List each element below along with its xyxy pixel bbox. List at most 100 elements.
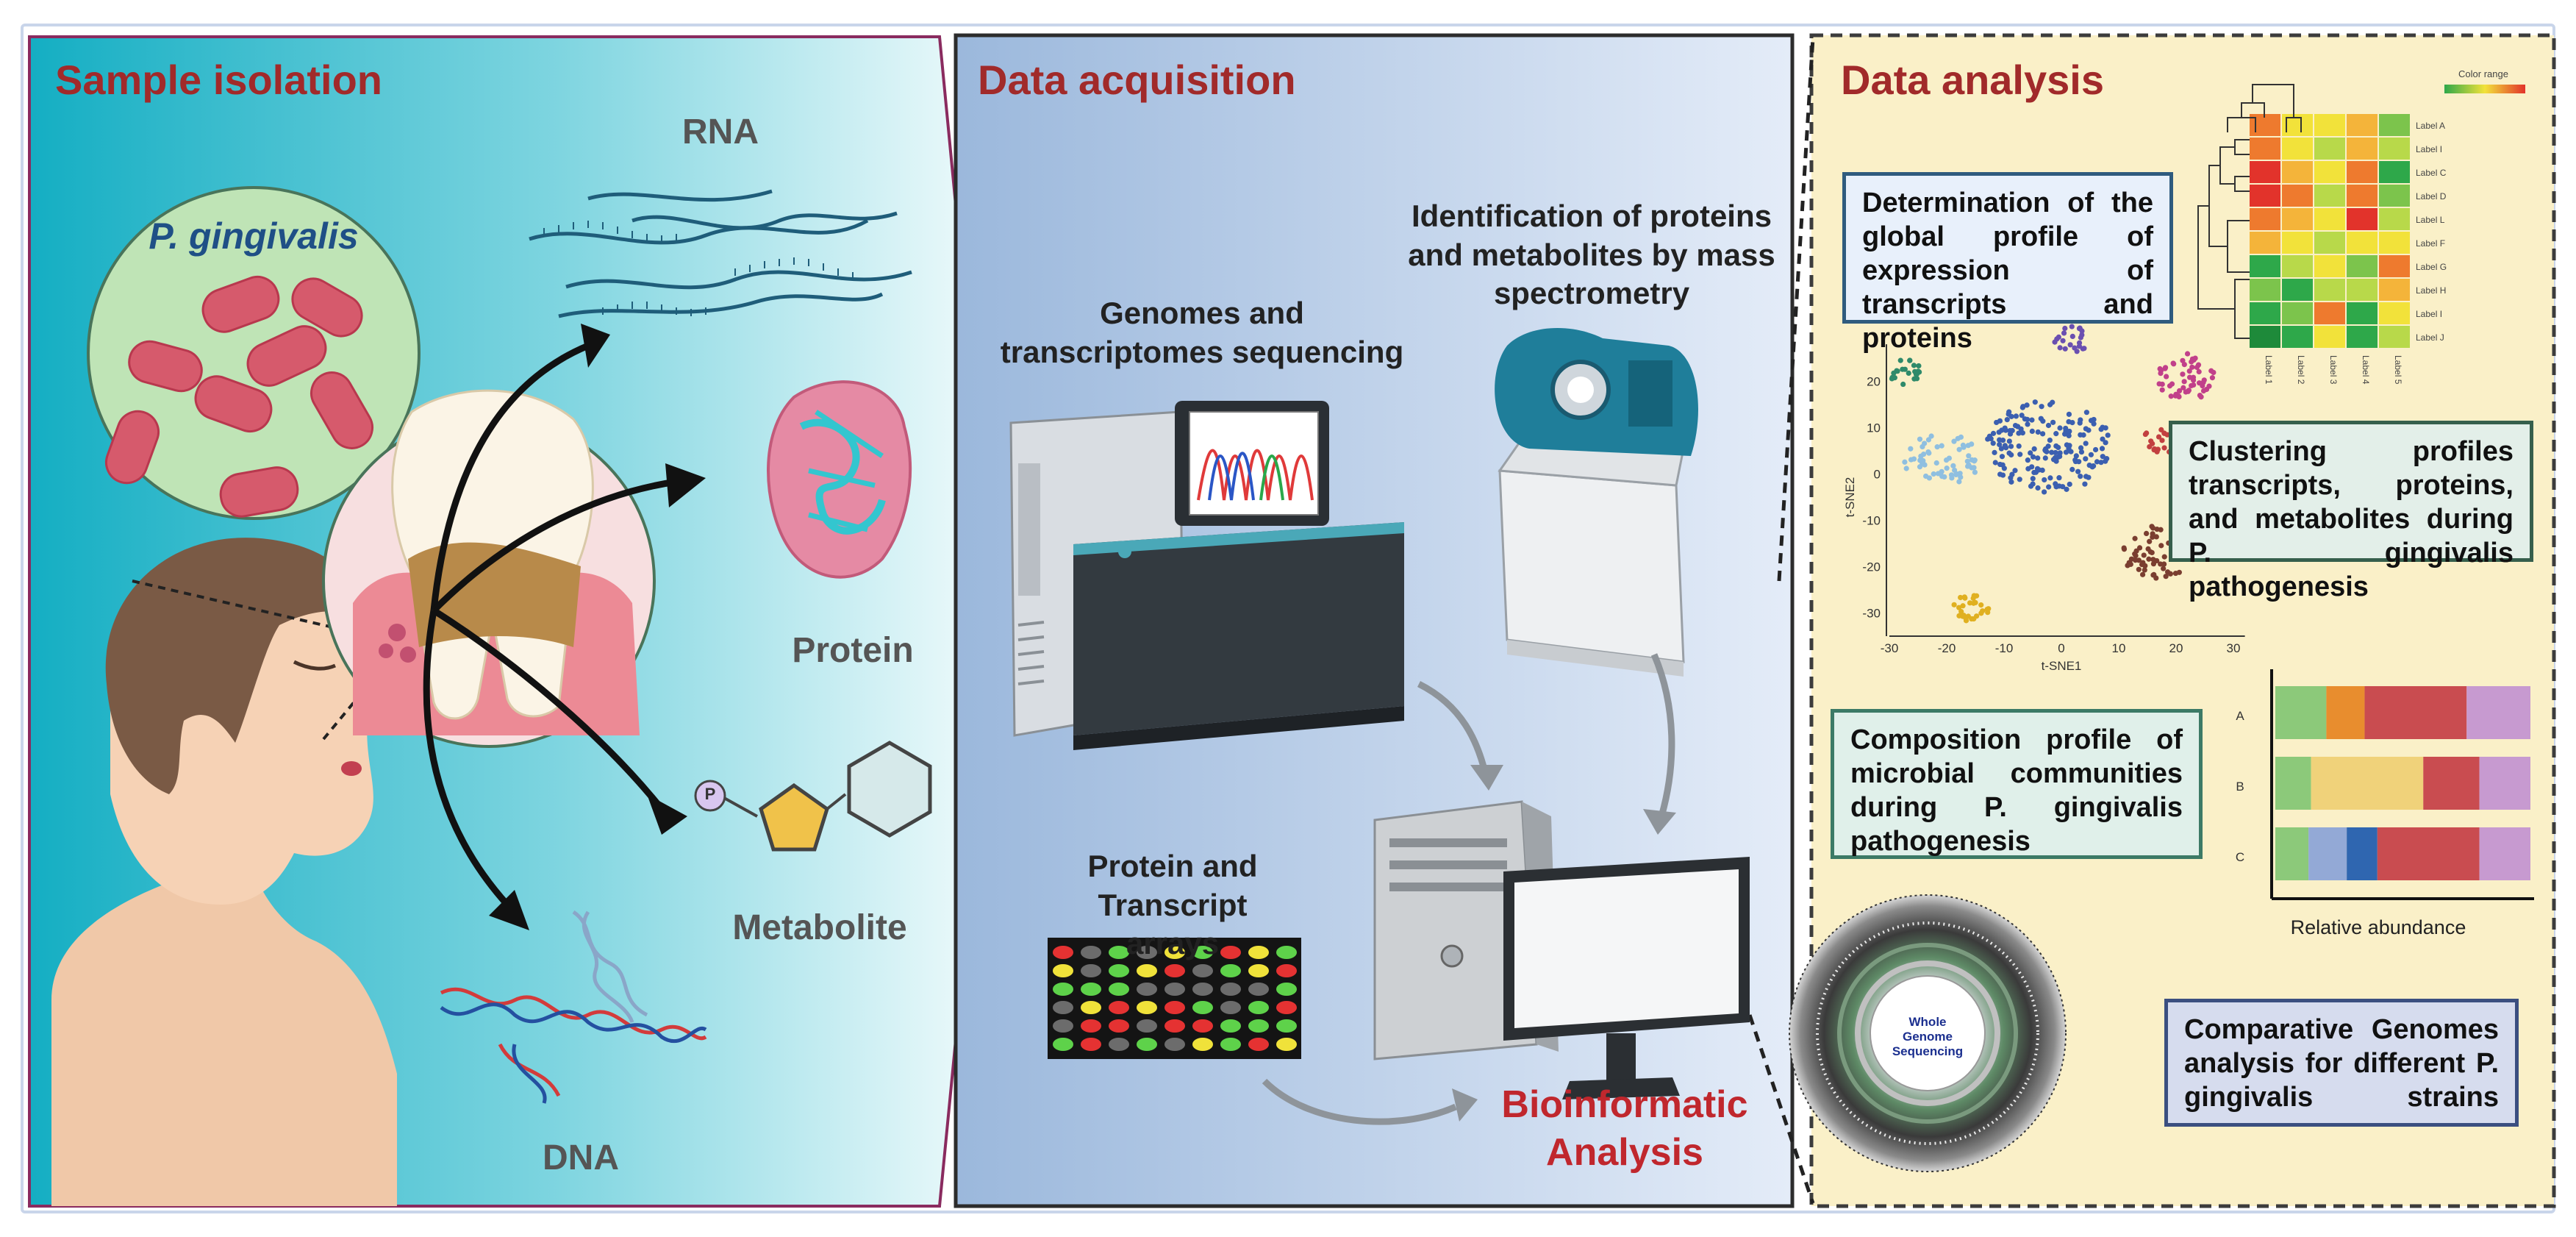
array-spot bbox=[1081, 1019, 1101, 1033]
array-spot bbox=[1248, 1038, 1269, 1051]
tsne-point bbox=[2006, 438, 2012, 444]
tsne-point bbox=[1958, 434, 1964, 440]
tsne-point bbox=[2069, 466, 2075, 472]
tsne-point bbox=[2161, 566, 2167, 571]
tsne-point bbox=[2172, 570, 2179, 577]
phosphate-label: P bbox=[704, 785, 716, 803]
tsne-point bbox=[2100, 454, 2105, 460]
tsne-x-tick: -30 bbox=[1881, 641, 1899, 655]
tsne-point bbox=[2159, 387, 2165, 393]
tsne-point bbox=[2161, 554, 2167, 560]
tsne-point bbox=[2066, 432, 2072, 439]
heatmap-cell bbox=[2379, 232, 2410, 254]
heatmap-col-label: Label 1 bbox=[2264, 355, 2274, 385]
array-spot bbox=[1053, 983, 1073, 996]
mass-spectrometer-icon bbox=[1495, 328, 1698, 677]
tsne-point bbox=[2133, 557, 2139, 563]
array-spot bbox=[1081, 983, 1101, 996]
tsne-point bbox=[2067, 428, 2072, 435]
array-spot bbox=[1081, 946, 1101, 959]
heatmap-cell bbox=[2347, 232, 2378, 254]
tsne-point bbox=[2016, 430, 2022, 436]
tsne-point bbox=[2196, 368, 2202, 375]
tsne-point bbox=[2198, 394, 2204, 400]
heatmap-cell bbox=[2282, 232, 2313, 254]
tsne-point bbox=[2056, 444, 2061, 451]
tsne-point bbox=[2042, 447, 2048, 453]
heatmap-cell bbox=[2347, 326, 2378, 348]
array-spot bbox=[1192, 946, 1213, 959]
abundance-chart: ABC bbox=[2236, 669, 2534, 900]
array-spot bbox=[1276, 1038, 1297, 1051]
tsne-point bbox=[2066, 411, 2072, 417]
tsne-point bbox=[2189, 382, 2194, 389]
array-spot bbox=[1220, 1019, 1241, 1033]
heatmap-cell bbox=[2250, 138, 2280, 160]
array-spot bbox=[1248, 1019, 1269, 1033]
tsne-point bbox=[1956, 605, 1962, 610]
array-spot bbox=[1164, 946, 1185, 959]
tsne-point bbox=[1958, 594, 1964, 601]
tsne-point bbox=[2076, 343, 2083, 349]
heatmap-cell bbox=[2347, 208, 2378, 230]
array-spot bbox=[1109, 1038, 1129, 1051]
tsne-point bbox=[2041, 489, 2047, 495]
tsne-point bbox=[1925, 437, 1932, 443]
tsne-point bbox=[1999, 427, 2005, 433]
heatmap-cell bbox=[2250, 208, 2280, 230]
tsne-point bbox=[2079, 328, 2085, 334]
tsne-point bbox=[1900, 381, 1906, 388]
tsne-point bbox=[1922, 462, 1928, 468]
tsne-point bbox=[2164, 374, 2169, 379]
tsne-y-tick: 0 bbox=[1874, 468, 1881, 482]
tsne-point bbox=[2054, 336, 2060, 342]
abundance-bar-segment bbox=[2275, 827, 2309, 880]
heatmap-color-bar bbox=[2444, 85, 2525, 93]
heatmap-cell bbox=[2282, 138, 2313, 160]
tsne-point bbox=[2053, 431, 2059, 437]
heatmap-cell bbox=[2347, 279, 2378, 301]
tsne-point bbox=[2158, 561, 2164, 567]
tsne-point bbox=[2035, 455, 2041, 461]
tsne-point bbox=[1978, 602, 1984, 608]
abundance-bar-segment bbox=[2423, 757, 2480, 810]
tsne-point bbox=[2056, 483, 2062, 489]
tsne-point bbox=[1916, 363, 1922, 369]
heatmap-row-label: Label F bbox=[2416, 238, 2445, 249]
tsne-point bbox=[1900, 366, 1906, 372]
tsne-point bbox=[2047, 437, 2053, 443]
heatmap-cell bbox=[2347, 114, 2378, 136]
data-analysis-title: Data analysis bbox=[1841, 57, 2104, 103]
tsne-point bbox=[1913, 371, 1920, 377]
tsne-y-label: t-SNE2 bbox=[1843, 477, 1857, 518]
tsne-point bbox=[2078, 432, 2083, 438]
heatmap-cell bbox=[2282, 279, 2313, 301]
tsne-point bbox=[1961, 444, 1967, 450]
sequencing-label: Genomes and transcriptomes sequencing bbox=[1000, 296, 1404, 369]
tsne-point bbox=[2017, 477, 2022, 482]
tsne-point bbox=[2100, 436, 2105, 442]
tsne-x-tick: 10 bbox=[2112, 641, 2126, 655]
tsne-point bbox=[2168, 393, 2174, 399]
abundance-category-label: C bbox=[2236, 850, 2244, 864]
array-spot bbox=[1192, 1001, 1213, 1014]
expression-profile-box: Determination of the global profile of e… bbox=[1842, 172, 2173, 354]
tsne-point bbox=[2078, 474, 2083, 480]
heatmap-cell bbox=[2314, 114, 2345, 136]
tsne-point bbox=[2146, 556, 2152, 562]
tsne-point bbox=[2006, 450, 2012, 456]
array-spot bbox=[1109, 983, 1129, 996]
tsne-point bbox=[1934, 444, 1940, 450]
tsne-point bbox=[2025, 466, 2031, 471]
person-icon bbox=[51, 538, 397, 1206]
tsne-point bbox=[2047, 402, 2053, 407]
tsne-point bbox=[2103, 425, 2108, 431]
organism-label: P. gingivalis bbox=[149, 215, 359, 257]
tsne-point bbox=[2083, 474, 2089, 480]
tsne-point bbox=[2186, 368, 2192, 374]
tsne-point bbox=[2000, 438, 2006, 443]
tsne-point bbox=[2200, 382, 2205, 389]
heatmap-cell bbox=[2314, 326, 2345, 348]
heatmap-cell bbox=[2314, 138, 2345, 160]
